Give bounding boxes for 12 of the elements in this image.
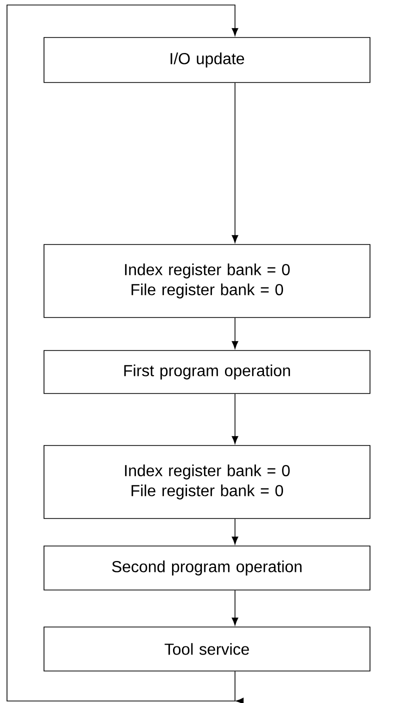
process-box: Index register bank = 0 File register bank = 0	[44, 244, 370, 318]
arrow	[232, 318, 238, 349]
arrow	[232, 82, 238, 243]
process-box: First program operation	[44, 350, 370, 394]
process-box: I/O update	[44, 37, 370, 83]
process-box: Second program operation	[44, 546, 370, 590]
process-box: Index register bank = 0 File register bank = 0	[44, 445, 370, 519]
arrow	[232, 518, 238, 544]
process-box: Tool service	[44, 626, 370, 672]
arrow	[232, 590, 238, 626]
arrow	[232, 394, 238, 444]
loop-arrow	[6, 4, 244, 703]
